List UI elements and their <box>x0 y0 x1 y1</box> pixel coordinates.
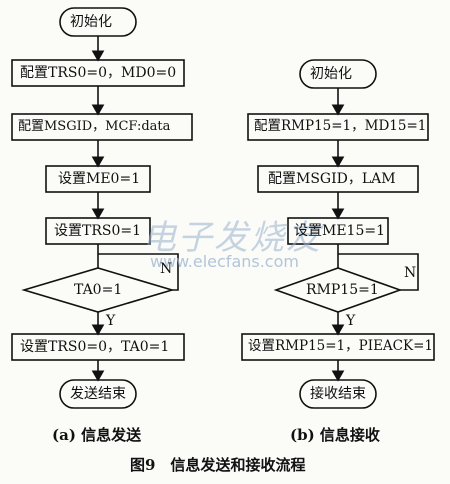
left-end-node <box>59 379 137 409</box>
left-start-label: 初始化 <box>70 14 112 30</box>
left-caption: (a) 信息发送 <box>52 426 142 444</box>
right-step1-label: 配置RMP15=1，MD15=1 <box>254 118 427 134</box>
right-step4-label: 设置RMP15=1，PIEACK=1 <box>248 338 433 354</box>
right-step3-label: 设置ME15=1 <box>294 223 386 239</box>
right-start-label: 初始化 <box>310 66 352 82</box>
right-end-label: 接收结束 <box>310 386 366 402</box>
left-no-label: N <box>160 261 173 277</box>
left-loop-line <box>98 253 179 291</box>
left-yes-label: Y <box>106 313 116 329</box>
watermark-url: www.elecfans.com <box>150 252 299 271</box>
right-step2-label: 配置MSGID，LAM <box>268 171 396 187</box>
left-end-label: 发送结束 <box>70 386 126 402</box>
right-loop-line <box>338 253 419 291</box>
left-step1-label: 配置TRS0=0，MD0=0 <box>20 65 177 81</box>
left-step3-label: 设置ME0=1 <box>58 171 141 187</box>
watermark-cn: 电子发烧友 <box>142 218 322 258</box>
right-no-label: N <box>404 265 417 281</box>
right-caption: (b) 信息接收 <box>290 426 380 444</box>
figure-title: 图9 信息发送和接收流程 <box>130 456 306 474</box>
left-decision-label: TA0=1 <box>74 282 123 298</box>
right-decision-label: RMP15=1 <box>306 282 379 298</box>
right-end-node <box>299 379 377 409</box>
right-yes-label: Y <box>346 313 356 329</box>
left-step4-label: 设置TRS0=1 <box>54 223 142 239</box>
left-step5-label: 设置TRS0=0，TA0=1 <box>20 339 170 355</box>
left-step2-label: 配置MSGID，MCF:data <box>18 119 171 134</box>
left-step2-box <box>11 113 193 141</box>
